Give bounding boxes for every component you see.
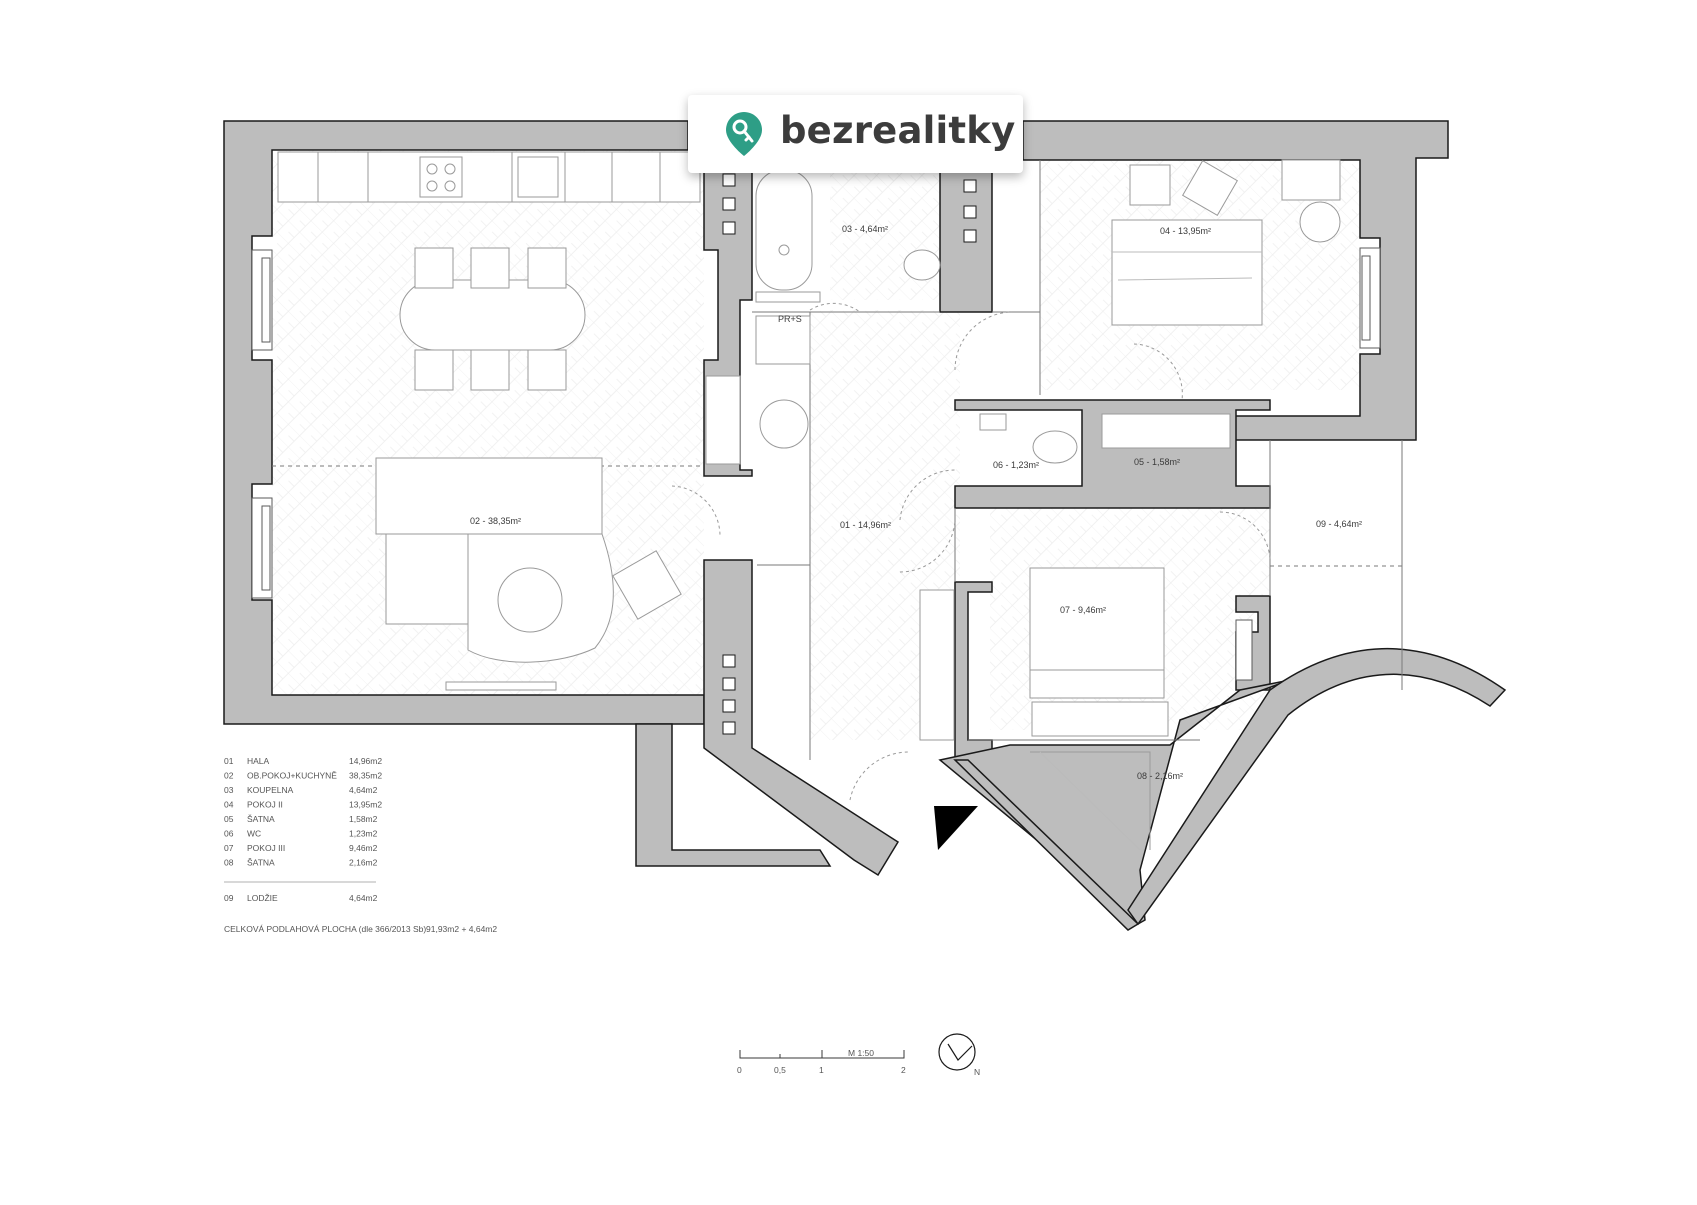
legend-row-area: 38,35m2 (349, 771, 382, 781)
legend-extra-name: LODŽIE (247, 893, 278, 903)
legend-total-label: CELKOVÁ PODLAHOVÁ PLOCHA (dle 366/2013 S… (224, 924, 426, 934)
room-label-08: 08 - 2,16m² (1137, 771, 1183, 781)
room-label-09: 09 - 4,64m² (1316, 519, 1362, 529)
room-labels: 01 - 14,96m² 02 - 38,35m² 03 - 4,64m² 04… (470, 224, 1362, 781)
legend-row-num: 01 (224, 756, 234, 766)
legend-row-name: POKOJ III (247, 843, 285, 853)
legend-row-name: OB.POKOJ+KUCHYNĚ (247, 771, 337, 781)
room-label-02: 02 - 38,35m² (470, 516, 521, 526)
legend-extra-area: 4,64m2 (349, 893, 378, 903)
brand-logo-card: bezrealitky (688, 95, 1023, 173)
legend-row-num: 02 (224, 771, 234, 781)
room-label-07: 07 - 9,46m² (1060, 605, 1106, 615)
legend-row-area: 2,16m2 (349, 858, 378, 868)
legend-row-area: 1,23m2 (349, 829, 378, 839)
room-label-05: 05 - 1,58m² (1134, 457, 1180, 467)
legend-row-area: 9,46m2 (349, 843, 378, 853)
scale-label: M 1:50 (848, 1048, 874, 1058)
legend-row-num: 08 (224, 858, 234, 868)
legend-row-num: 06 (224, 829, 234, 839)
doors (671, 302, 1271, 801)
fixture-label: PR+S (778, 314, 802, 324)
legend-row-area: 1,58m2 (349, 814, 378, 824)
legend-row-name: HALA (247, 756, 270, 766)
legend-row-num: 04 (224, 800, 234, 810)
legend-row-num: 03 (224, 785, 234, 795)
scale-tick-1: 0,5 (774, 1065, 786, 1075)
legend-row-area: 13,95m2 (349, 800, 382, 810)
entrance-arrow-icon (934, 806, 978, 850)
legend-row-num: 07 (224, 843, 234, 853)
room-label-03: 03 - 4,64m² (842, 224, 888, 234)
legend-row-area: 4,64m2 (349, 785, 378, 795)
north-arrow-icon (938, 1033, 976, 1071)
legend-total-value: 91,93m2 + 4,64m2 (426, 924, 497, 934)
brand-name: bezrealitky (780, 109, 1016, 152)
legend-row-name: POKOJ II (247, 800, 283, 810)
windows (251, 247, 1381, 681)
scale-tick-2: 1 (819, 1065, 824, 1075)
room-label-06: 06 - 1,23m² (993, 460, 1039, 470)
legend-row-name: WC (247, 829, 261, 839)
ventilation-shafts (722, 173, 977, 735)
scale-bar (739, 1050, 905, 1059)
furniture (277, 151, 1341, 851)
scale-tick-0: 0 (737, 1065, 742, 1075)
room-label-04: 04 - 13,95m² (1160, 226, 1211, 236)
legend-row-name: KOUPELNA (247, 785, 294, 795)
legend-row-area: 14,96m2 (349, 756, 382, 766)
floor-areas (272, 150, 1360, 740)
legend-row-name: ŠATNA (247, 814, 275, 824)
location-pin-key-icon (726, 112, 762, 156)
area-legend: 01 HALA 14,96m2 02 OB.POKOJ+KUCHYNĚ 38,35m2 03… (224, 756, 382, 868)
room-label-01: 01 - 14,96m² (840, 520, 891, 530)
legend-extra-num: 09 (224, 893, 234, 903)
legend-row-num: 05 (224, 814, 234, 824)
scale-tick-3: 2 (901, 1065, 906, 1075)
legend-row-name: ŠATNA (247, 858, 275, 868)
north-label: N (974, 1067, 980, 1077)
partitions (272, 160, 1403, 760)
